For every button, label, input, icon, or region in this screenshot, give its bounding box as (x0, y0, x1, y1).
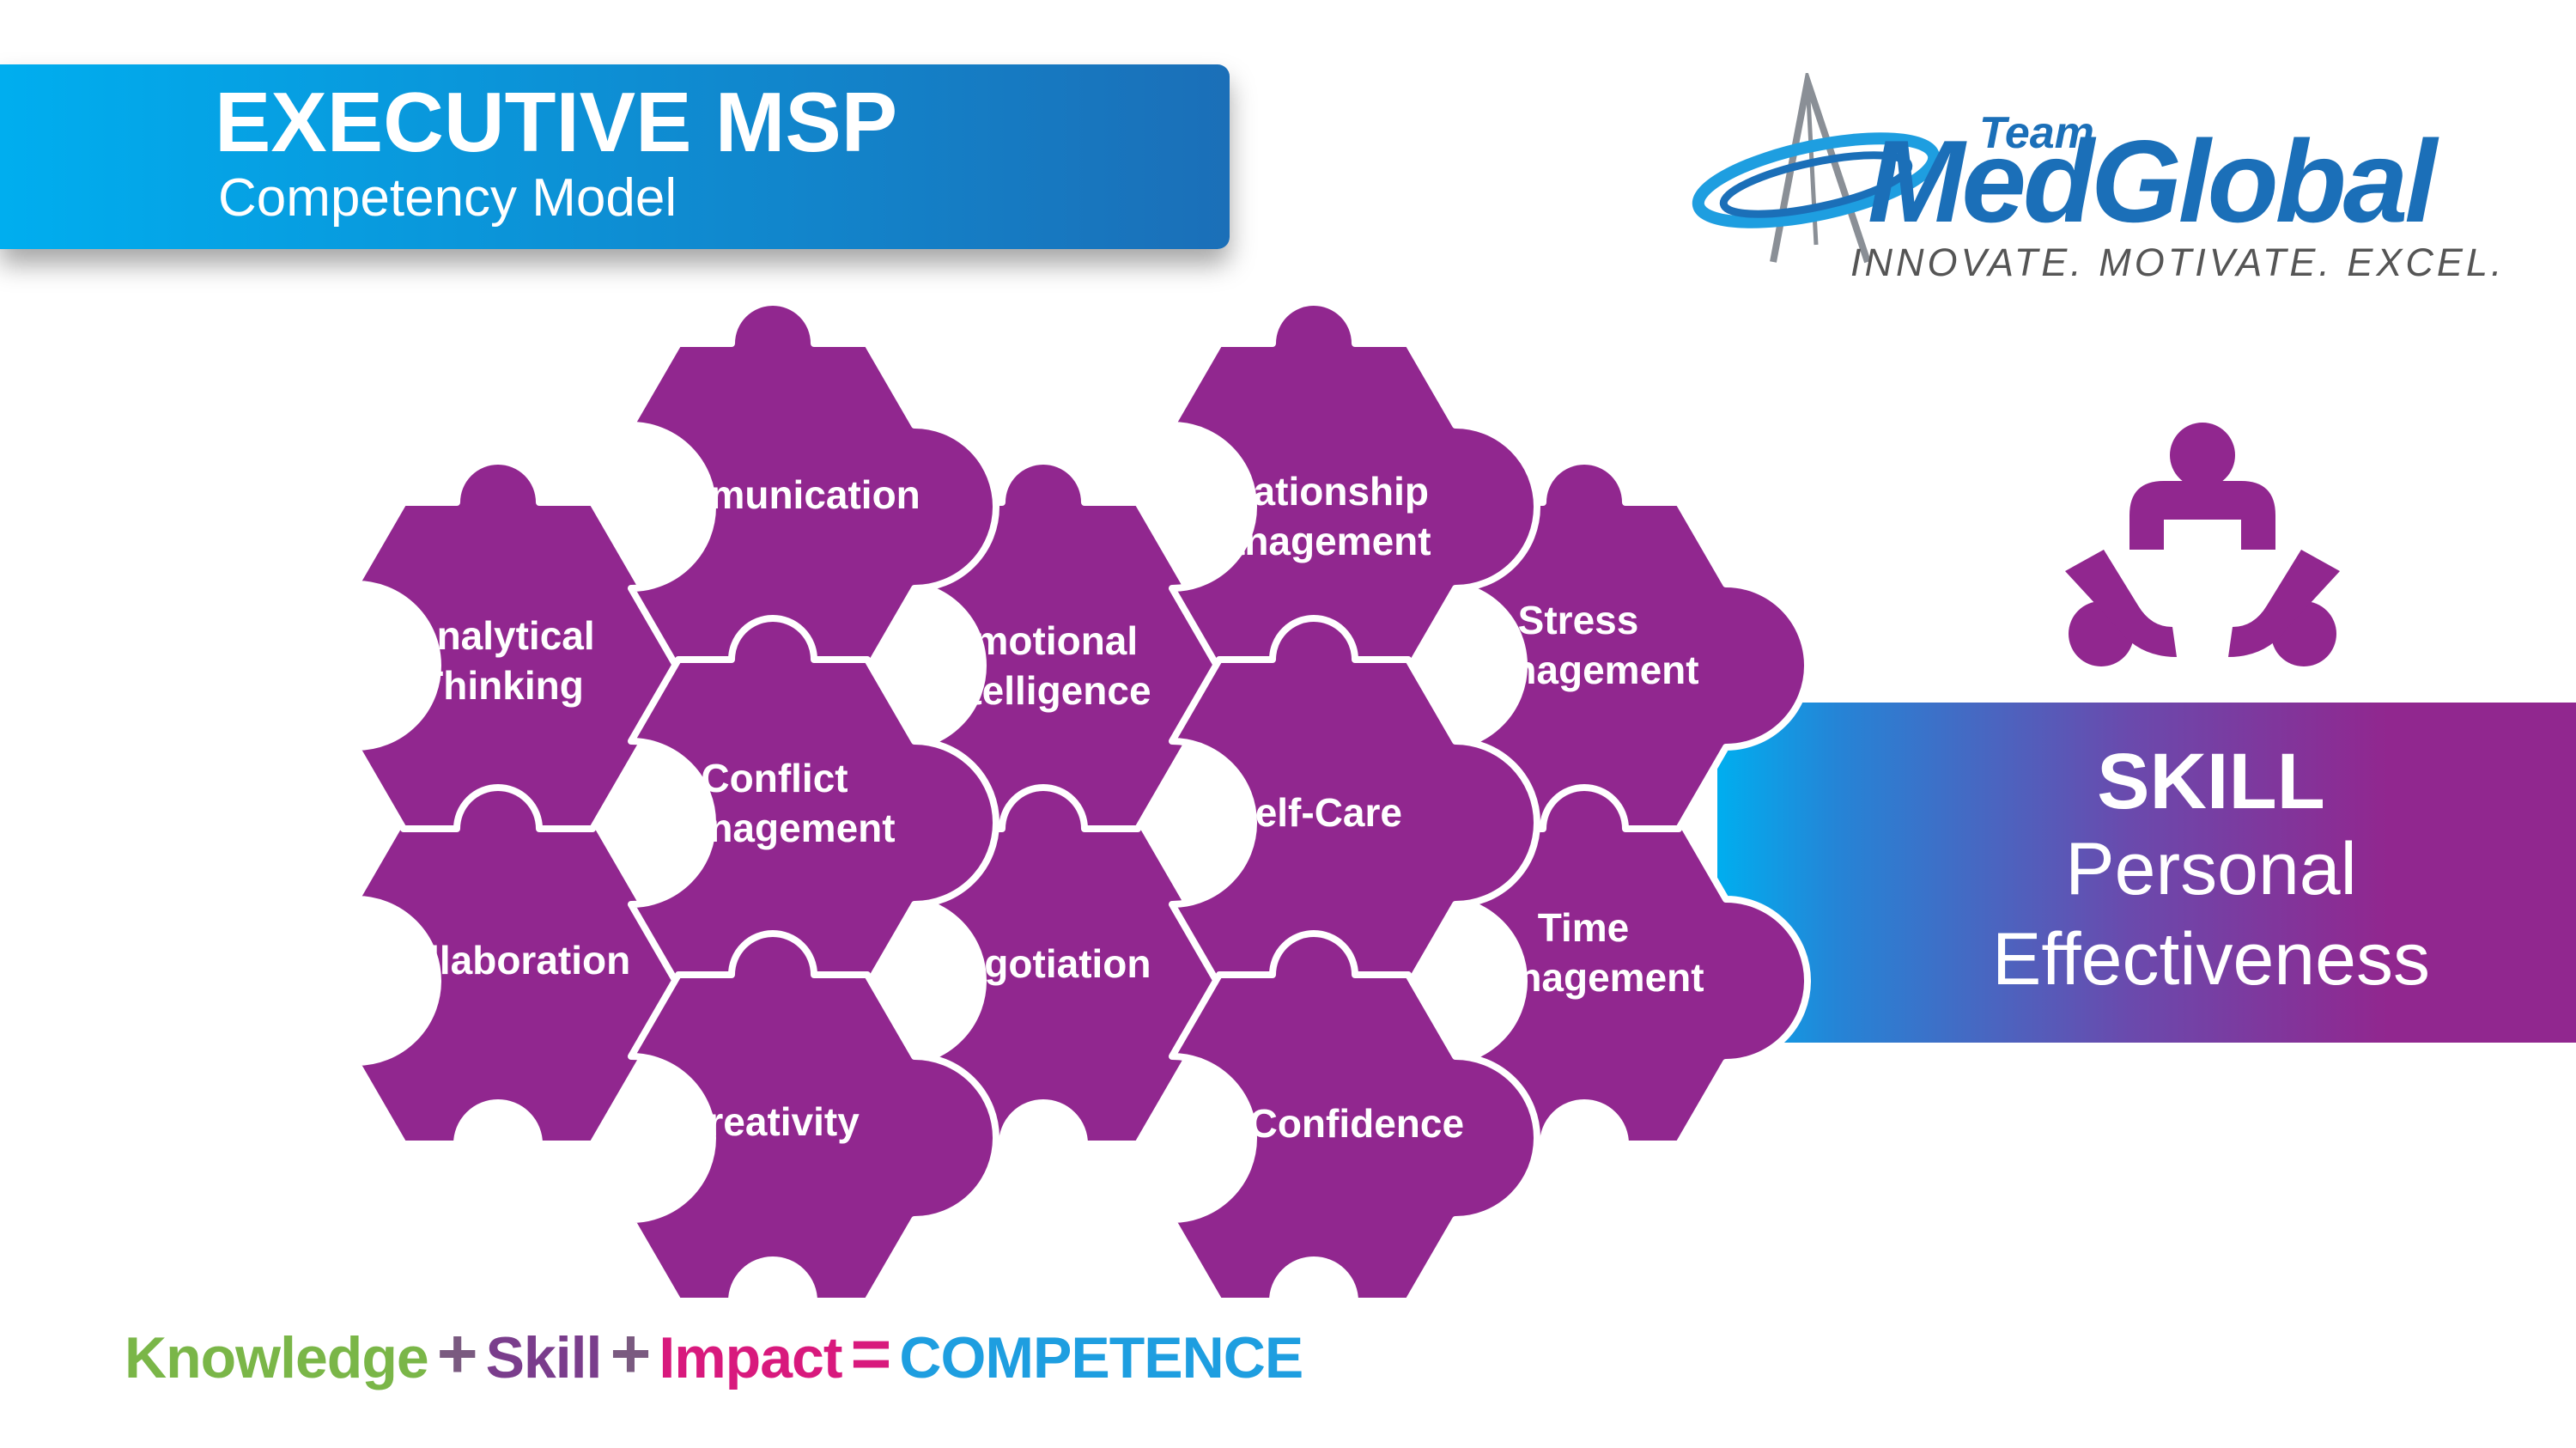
title-banner: EXECUTIVE MSP Competency Model (0, 64, 1230, 249)
logo-tagline: INNOVATE. MOTIVATE. EXCEL. (1850, 240, 2506, 284)
piece-label-creativity: Creativity (679, 1099, 860, 1144)
page-subtitle: Competency Model (218, 168, 677, 228)
logo-team-text: Team (1979, 108, 2094, 158)
compass-swoosh-icon (1692, 73, 1941, 264)
piece-label-communication: Communication (622, 472, 920, 517)
formula-skill: Skill (485, 1325, 603, 1390)
formula-plus-2: + (610, 1315, 651, 1393)
skill-subtitle-line1: Personal (2065, 828, 2357, 910)
formula-knowledge: Knowledge (125, 1325, 429, 1390)
skill-title: SKILL (2097, 738, 2325, 825)
piece-label-self-care: Self-Care (1229, 790, 1402, 835)
page-title: EXECUTIVE MSP (215, 75, 898, 169)
piece-label-negotiation: Negotiation (933, 941, 1151, 986)
piece-label-collaboration: Collaboration (375, 938, 631, 983)
formula-equals: = (850, 1315, 892, 1393)
company-logo: Team MedGlobal INNOVATE. MOTIVATE. EXCEL… (1687, 73, 2501, 296)
skill-subtitle-line2: Effectiveness (1992, 918, 2430, 1001)
team-meeting-icon (2065, 423, 2340, 666)
piece-label-self-confidence: Self-Confidence (1163, 1101, 1465, 1146)
formula-plus-1: + (436, 1315, 478, 1393)
formula-impact: Impact (659, 1325, 842, 1390)
formula-competence: COMPETENCE (899, 1325, 1303, 1390)
competence-formula: Knowledge+Skill+Impact=COMPETENCE (125, 1314, 1303, 1395)
skill-panel: SKILL Personal Effectiveness (1717, 703, 2576, 1043)
logo-brand-text: MedGlobal (1868, 116, 2437, 246)
